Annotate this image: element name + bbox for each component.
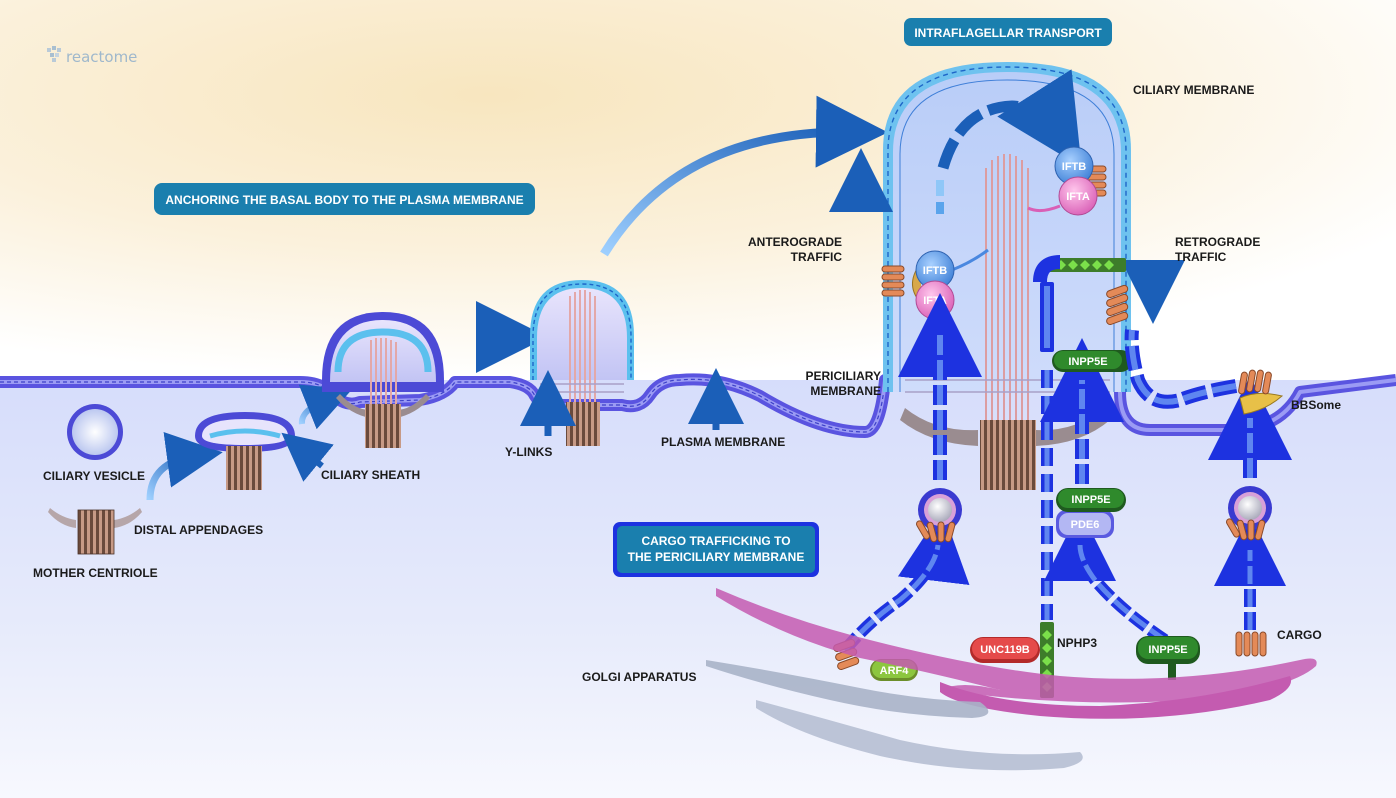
periciliary-label-line2: MEMBRANE	[810, 384, 881, 398]
mother-centriole-label: MOTHER CENTRIOLE	[33, 566, 158, 580]
inpp5e-label-golgi: INPP5E	[1148, 644, 1187, 656]
inpp5e-label-membrane: INPP5E	[1068, 356, 1107, 368]
ifta-label-lower: IFTA	[923, 295, 947, 307]
ift-complex-upper: IFTB IFTA	[1027, 146, 1107, 216]
anchoring-title: ANCHORING THE BASAL BODY TO THE PLASMA M…	[165, 193, 523, 207]
track-left	[840, 293, 982, 654]
ifta-label-upper: IFTA	[1066, 191, 1090, 203]
golgi-label: GOLGI APPARATUS	[582, 670, 696, 684]
step-arrow-1	[146, 431, 223, 501]
ciliary-sheath-label: CILIARY SHEATH	[321, 468, 420, 482]
retrograde-label-line1: RETROGRADE	[1175, 235, 1260, 249]
step-arrow-4	[600, 95, 888, 257]
cargo-title-box: CARGO TRAFFICKING TO THE PERICILIARY MEM…	[613, 522, 819, 577]
step-arrow-2	[298, 384, 353, 430]
docked-vesicle	[195, 412, 295, 490]
nphp3-chain-cilium	[1046, 258, 1126, 272]
ift-title-box: INTRAFLAGELLAR TRANSPORT	[904, 18, 1112, 46]
logo-text: reactome	[66, 48, 137, 66]
ciliary-vesicle	[67, 404, 123, 460]
unc119b-label: UNC119B	[980, 644, 1030, 656]
cargo-label: CARGO	[1277, 628, 1322, 642]
iftb-label-upper: IFTB	[1062, 161, 1086, 173]
y-links-label: Y-LINKS	[505, 445, 552, 459]
nphp3-label: NPHP3	[1057, 636, 1097, 650]
ciliary-vesicle-label: CILIARY VESICLE	[43, 469, 145, 483]
ift-turnaround-arrow	[937, 69, 1082, 170]
anchoring-title-box: ANCHORING THE BASAL BODY TO THE PLASMA M…	[154, 183, 535, 215]
anterograde-label-line2: TRAFFIC	[791, 250, 843, 264]
bbsome-label: BBSome	[1291, 398, 1341, 412]
inpp5e-label-pde6: INPP5E	[1071, 494, 1110, 506]
bbsome-track	[1208, 369, 1292, 657]
periciliary-label-line1: PERICILIARY	[805, 369, 881, 383]
plasma-membrane-label: PLASMA MEMBRANE	[661, 435, 785, 449]
arf4-label: ARF4	[880, 665, 910, 677]
distal-appendages-label: DISTAL APPENDAGES	[134, 523, 263, 537]
inpp5e-membrane: INPP5E	[1052, 350, 1132, 372]
cargo-title-line1: CARGO TRAFFICKING TO	[641, 534, 790, 548]
cargo-title-line2: THE PERICILIARY MEMBRANE	[628, 550, 805, 564]
ift-title: INTRAFLAGELLAR TRANSPORT	[914, 26, 1102, 40]
mother-centriole	[48, 508, 142, 555]
unc119b-pill: UNC119B	[970, 637, 1040, 663]
cargo-coil-lower	[881, 265, 905, 297]
reactome-logo: reactome	[47, 46, 137, 66]
retrograde-label-line2: TRAFFIC	[1175, 250, 1227, 264]
inpp5e-pde6-complex: PDE6 INPP5E	[1056, 488, 1126, 538]
pde6-label: PDE6	[1071, 519, 1100, 531]
ciliary-sheath-bud	[322, 312, 444, 448]
golgi-apparatus	[706, 588, 1317, 771]
retrograde-exit	[1106, 284, 1238, 409]
ciliary-sheath-pointer	[281, 432, 334, 482]
reactome-logo-icon	[47, 46, 61, 62]
inpp5e-golgi: INPP5E	[1136, 636, 1200, 680]
iftb-label-lower: IFTB	[923, 265, 947, 277]
anterograde-label-line1: ANTEROGRADE	[748, 235, 842, 249]
inpp5e-track	[1040, 338, 1169, 645]
ciliary-membrane-label: CILIARY MEMBRANE	[1133, 83, 1254, 97]
